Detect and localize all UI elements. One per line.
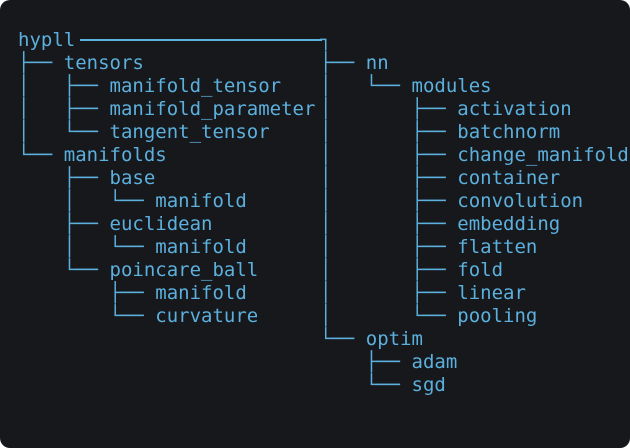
- tree-node-tensors: tensors: [63, 52, 144, 74]
- tree-node-adam: adam: [411, 351, 458, 373]
- tree-branch-glyph: │ ├──: [320, 98, 458, 120]
- tree-row: ├── euclidean: [18, 213, 315, 236]
- tree-row: ├── nn: [320, 52, 629, 75]
- tree-row: ├── manifold: [18, 282, 315, 305]
- tree-row: └── sgd: [320, 374, 629, 397]
- tree-node-curvature: curvature: [155, 305, 259, 327]
- tree-row: │ └── manifold: [18, 190, 315, 213]
- tree-branch-glyph: └──: [18, 305, 156, 327]
- tree-node-convolution: convolution: [457, 190, 584, 212]
- tree-node-batchnorm: batchnorm: [457, 121, 561, 143]
- tree-branch-glyph: ├──: [18, 282, 156, 304]
- tree-branch-glyph: │ └──: [320, 75, 412, 97]
- tree-row: │ ├── container: [320, 167, 629, 190]
- tree-row: └── optim: [320, 328, 629, 351]
- tree-row: └── poincare_ball: [18, 259, 315, 282]
- tree-node-tangent_tensor: tangent_tensor: [109, 121, 270, 143]
- tree-node-change_manifold: change_manifold: [457, 144, 629, 166]
- tree-branch-glyph: ├──: [18, 213, 110, 235]
- tree-node-manifold: manifold: [155, 282, 247, 304]
- tree-node-euclidean: euclidean: [109, 213, 213, 235]
- tree-branch-glyph: │ └──: [18, 121, 110, 143]
- tree-row: │ ├── activation: [320, 98, 629, 121]
- tree-branch-glyph: │ ├──: [320, 213, 458, 235]
- tree-node-manifold: manifold: [155, 190, 247, 212]
- tree-branch-glyph: ├──: [18, 167, 110, 189]
- tree-node-embedding: embedding: [457, 213, 561, 235]
- tree-node-nn: nn: [365, 52, 389, 74]
- tree-node-base: base: [109, 167, 156, 189]
- tree-node-hypll: hypll: [18, 29, 76, 51]
- tree-node-fold: fold: [457, 259, 504, 281]
- tree-node-manifolds: manifolds: [63, 144, 167, 166]
- tree-row: │ ├── manifold_tensor: [18, 75, 315, 98]
- tree-node-poincare_ball: poincare_ball: [109, 259, 259, 281]
- tree-branch-glyph: │ ├──: [320, 282, 458, 304]
- tree-node-optim: optim: [365, 328, 423, 350]
- tree-branch-glyph: └──: [18, 259, 110, 281]
- tree-row: └── manifolds: [18, 144, 315, 167]
- tree-branch-glyph: │ └──: [18, 190, 156, 212]
- tree-branch-glyph: │ ├──: [18, 75, 110, 97]
- tree-branch-glyph: ├──: [320, 351, 412, 373]
- tree-node-modules: modules: [411, 75, 492, 97]
- tree-row: └── curvature: [18, 305, 315, 328]
- tree-node-pooling: pooling: [457, 305, 538, 327]
- tree-branch-glyph: └──: [320, 374, 412, 396]
- tree-row: │ └── pooling: [320, 305, 629, 328]
- tree-node-container: container: [457, 167, 561, 189]
- tree-node-linear: linear: [457, 282, 526, 304]
- package-tree-left-column: hypll├── tensors│ ├── manifold_tensor│ ├…: [18, 29, 315, 328]
- tree-row: ┐: [320, 29, 629, 52]
- tree-node-sgd: sgd: [411, 374, 446, 396]
- root-connector-line: [80, 39, 322, 41]
- tree-row: hypll: [18, 29, 315, 52]
- tree-branch-glyph: │ ├──: [320, 259, 458, 281]
- tree-node-activation: activation: [457, 98, 572, 120]
- tree-branch-glyph: └──: [18, 144, 64, 166]
- tree-row: │ └── tangent_tensor: [18, 121, 315, 144]
- tree-branch-glyph: ├──: [320, 52, 366, 74]
- tree-row: │ └── modules: [320, 75, 629, 98]
- tree-row: ├── adam: [320, 351, 629, 374]
- tree-branch-glyph: ┐: [320, 29, 332, 51]
- tree-row: │ ├── fold: [320, 259, 629, 282]
- tree-branch-glyph: │ ├──: [320, 121, 458, 143]
- tree-branch-glyph: │ └──: [18, 236, 156, 258]
- tree-row: │ ├── convolution: [320, 190, 629, 213]
- tree-branch-glyph: │ ├──: [320, 190, 458, 212]
- tree-row: │ └── manifold: [18, 236, 315, 259]
- tree-node-manifold_parameter: manifold_parameter: [109, 98, 316, 120]
- tree-row: │ ├── batchnorm: [320, 121, 629, 144]
- tree-row: │ ├── flatten: [320, 236, 629, 259]
- tree-row: ├── base: [18, 167, 315, 190]
- tree-row: │ ├── embedding: [320, 213, 629, 236]
- tree-branch-glyph: │ ├──: [320, 167, 458, 189]
- tree-branch-glyph: │ ├──: [320, 144, 458, 166]
- tree-row: │ ├── linear: [320, 282, 629, 305]
- package-tree-right-column: ┐├── nn│ └── modules│ ├── activation│ ├─…: [320, 29, 629, 397]
- tree-node-flatten: flatten: [457, 236, 538, 258]
- tree-row: ├── tensors: [18, 52, 315, 75]
- tree-row: │ ├── manifold_parameter: [18, 98, 315, 121]
- tree-branch-glyph: ├──: [18, 52, 64, 74]
- tree-node-manifold: manifold: [155, 236, 247, 258]
- tree-branch-glyph: └──: [320, 328, 366, 350]
- tree-row: │ ├── change_manifold: [320, 144, 629, 167]
- tree-branch-glyph: │ ├──: [18, 98, 110, 120]
- tree-branch-glyph: │ └──: [320, 305, 458, 327]
- tree-node-manifold_tensor: manifold_tensor: [109, 75, 282, 97]
- tree-branch-glyph: │ ├──: [320, 236, 458, 258]
